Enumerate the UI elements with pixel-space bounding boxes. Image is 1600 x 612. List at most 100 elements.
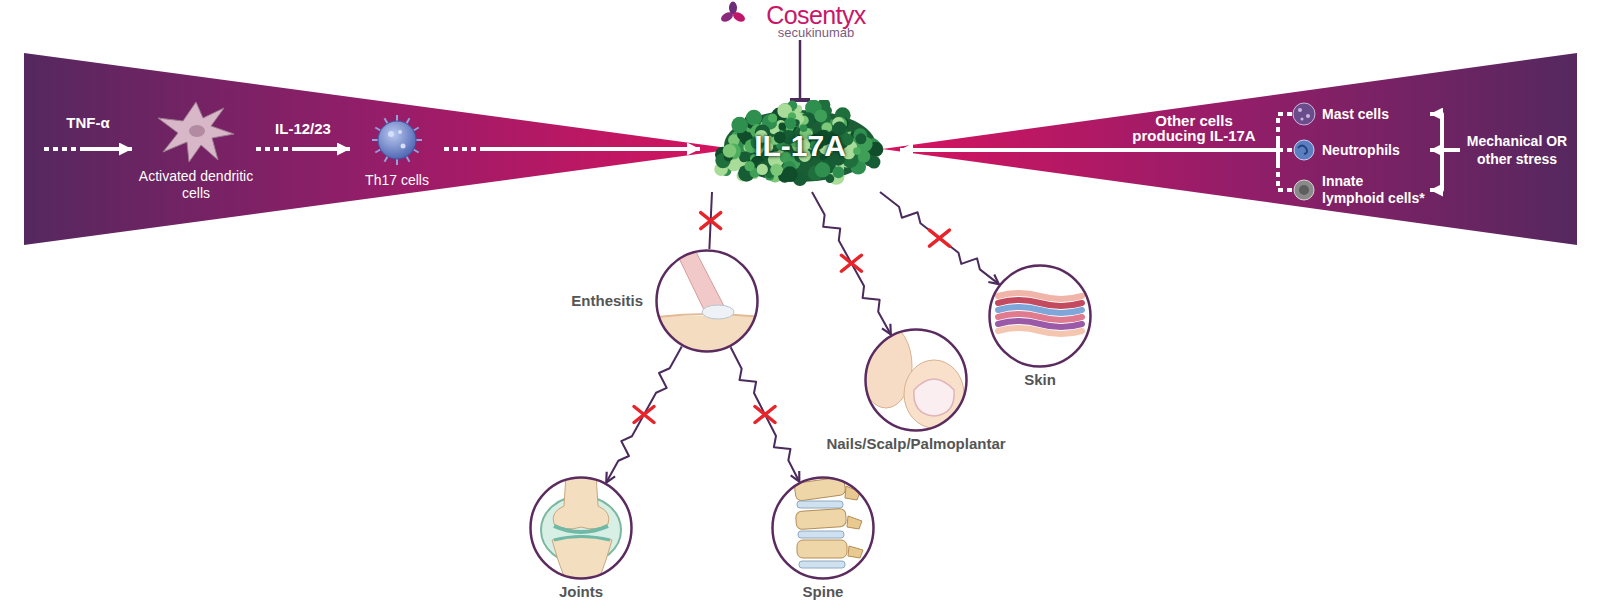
protein-blob xyxy=(757,164,768,175)
knee-art xyxy=(554,526,608,532)
stress-source: Mechanical OR other stress xyxy=(1460,132,1574,168)
protein-blob xyxy=(746,110,762,126)
circle-outline xyxy=(531,478,632,579)
circle-outline xyxy=(990,266,1091,367)
brand-icon xyxy=(719,2,746,24)
effect-arrow xyxy=(812,192,891,334)
block-mark xyxy=(701,213,721,229)
th17-icon xyxy=(385,157,388,162)
node-label: Enthesitis xyxy=(571,292,643,310)
th17-icon xyxy=(388,131,394,137)
lymphoid-icon xyxy=(1294,180,1314,200)
th17-icon xyxy=(407,157,410,162)
node-label: Spine xyxy=(803,583,844,601)
th17-icon xyxy=(398,130,402,134)
spine-art xyxy=(772,477,874,579)
signal-arrow xyxy=(444,147,700,151)
circle-outline xyxy=(864,328,968,432)
block-mark xyxy=(634,407,654,423)
th17-cell: Th17 cells xyxy=(350,114,444,189)
pathway-band xyxy=(24,53,735,245)
th17-icon xyxy=(396,115,398,121)
brand-icon xyxy=(731,10,746,23)
dendritic-cell: Activated dendritic cells xyxy=(136,98,256,202)
node-label: Neutrophils xyxy=(1322,142,1428,159)
th17-icon xyxy=(407,118,410,123)
effect-arrow xyxy=(731,347,800,481)
spine-art xyxy=(772,477,874,579)
protein-blob xyxy=(744,161,754,171)
circle-outline xyxy=(771,476,875,580)
neutrophil-cell: Neutrophils xyxy=(1292,142,1430,159)
node-label: Skin xyxy=(1024,371,1056,389)
mast-icon xyxy=(1301,118,1304,121)
signal-label: TNF-α xyxy=(66,115,109,131)
inhibition-line xyxy=(799,40,802,100)
th17-icon xyxy=(385,118,388,123)
mast-icon xyxy=(1298,108,1302,112)
signal-arrow xyxy=(1430,114,1460,150)
circle-outline xyxy=(655,249,759,353)
signal-arrow xyxy=(256,147,350,151)
protein-blob xyxy=(756,162,770,176)
th17-icon xyxy=(375,128,380,131)
spine-art xyxy=(797,501,843,508)
drug-name: secukinumab xyxy=(744,26,888,40)
effect-arrow xyxy=(880,192,999,284)
edge-label: Other cells producing IL-17A xyxy=(1132,113,1257,145)
protein-blob xyxy=(731,117,748,134)
protein-blob xyxy=(785,118,796,129)
protein-blob xyxy=(768,113,777,122)
input-arrow xyxy=(44,149,132,150)
skin-art xyxy=(989,265,1091,367)
nail-art xyxy=(860,316,967,431)
dendritic-icon xyxy=(158,102,234,162)
protein-blob xyxy=(853,147,861,155)
block-mark xyxy=(929,230,949,246)
th17-icon xyxy=(414,128,419,131)
cytokine-node: IL-17A xyxy=(700,100,900,192)
th17-icon xyxy=(375,150,380,153)
block-mark xyxy=(929,230,949,246)
protein-blob xyxy=(814,109,827,122)
pathway-band xyxy=(882,53,1577,245)
node-label: Joints xyxy=(559,583,603,601)
th17-icon xyxy=(372,115,422,165)
skin-art xyxy=(998,328,1082,334)
signal-arrow xyxy=(1430,150,1460,190)
circle-outline xyxy=(866,330,967,431)
protein-blob xyxy=(770,164,782,176)
spine-art xyxy=(845,486,863,558)
nail-circle: Nails/Scalp/Palmoplantar xyxy=(864,328,968,432)
block-mark xyxy=(634,407,654,423)
spine-art xyxy=(797,540,847,558)
circle-outline xyxy=(773,478,874,579)
skin-art xyxy=(989,265,1091,367)
th17-icon xyxy=(396,159,398,165)
knee-art xyxy=(530,474,632,582)
spine-art xyxy=(795,508,846,529)
block-mark xyxy=(755,407,775,423)
enthesitis-circle: Enthesitis xyxy=(655,249,759,353)
signal-arrow xyxy=(900,150,1292,190)
circle-outline xyxy=(988,264,1092,368)
circle-outline xyxy=(657,251,758,352)
protein-blob xyxy=(855,133,866,144)
brand-icon xyxy=(719,10,734,23)
protein-blob xyxy=(782,166,798,182)
node-label: Activated dendritic cells xyxy=(136,168,256,202)
node-label: Th17 cells xyxy=(350,172,444,189)
node-label: Nails/Scalp/Palmoplantar xyxy=(826,435,1005,453)
nail-art xyxy=(914,379,954,416)
neutrophil-icon xyxy=(1298,146,1307,155)
joint-circle: Joints xyxy=(529,476,633,580)
nail-art xyxy=(869,321,883,335)
nail-art xyxy=(904,360,964,428)
protein-blob xyxy=(832,166,844,178)
th17-icon xyxy=(378,121,416,159)
th17-icon xyxy=(414,150,419,153)
node-label: Mechanical OR other stress xyxy=(1460,132,1574,168)
protein-blob xyxy=(723,144,737,158)
mast-icon xyxy=(1293,103,1315,125)
